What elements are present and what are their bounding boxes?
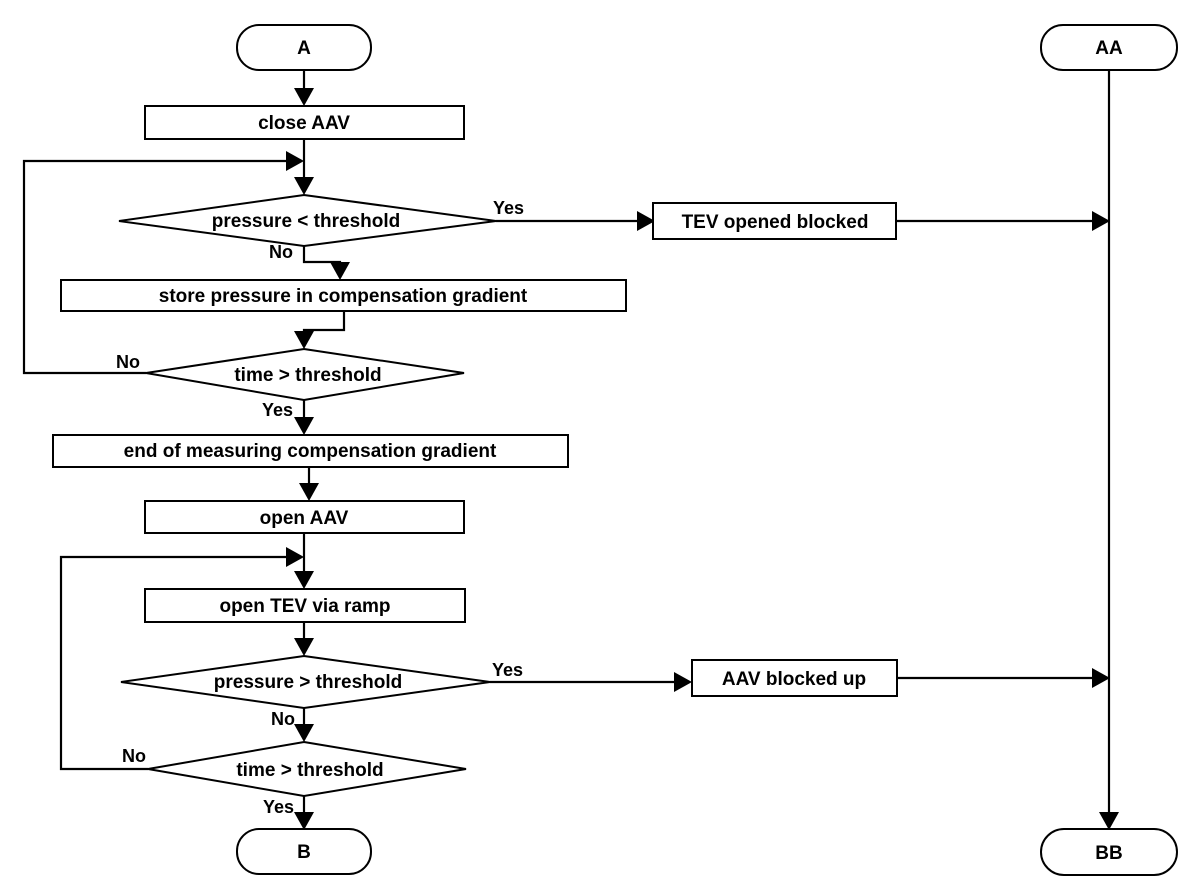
- process-end-measuring-label: end of measuring compensation gradient: [124, 441, 497, 462]
- decision-pressure-lt: pressure < threshold: [118, 193, 497, 248]
- terminal-b-label: B: [297, 842, 311, 863]
- decision-time-gt-1: time > threshold: [145, 347, 465, 402]
- arrowhead-down: [294, 177, 314, 195]
- edge-label-yes: Yes: [263, 797, 294, 817]
- edge-labels: Yes No No Yes Yes No No Yes: [116, 198, 524, 817]
- arrowhead-right: [637, 211, 655, 231]
- terminal-bb: BB: [1040, 828, 1178, 876]
- process-store-pressure: store pressure in compensation gradient: [60, 279, 627, 312]
- process-end-measuring: end of measuring compensation gradient: [52, 434, 569, 468]
- edge-label-yes: Yes: [262, 400, 293, 420]
- arrowhead-right: [286, 151, 304, 171]
- connectors: [22, 70, 1111, 815]
- arrowhead-down: [294, 638, 314, 656]
- process-close-aav: close AAV: [144, 105, 465, 140]
- process-close-aav-label: close AAV: [258, 113, 350, 134]
- arrowhead-down: [294, 331, 314, 349]
- decision-pressure-gt: pressure > threshold: [120, 654, 491, 710]
- edge-time-gt-2-no-loop: [59, 555, 287, 771]
- process-open-tev-label: open TEV via ramp: [219, 596, 390, 617]
- arrowhead-down: [294, 724, 314, 742]
- edge-label-no: No: [122, 746, 146, 766]
- edge-label-yes: Yes: [492, 660, 523, 680]
- terminal-bb-label: BB: [1095, 843, 1122, 864]
- terminal-a-label: A: [297, 38, 311, 59]
- edge-time-gt-no-loop: [22, 159, 287, 375]
- terminal-aa: AA: [1040, 24, 1178, 71]
- process-open-aav: open AAV: [144, 500, 465, 534]
- arrowhead-down: [330, 262, 350, 280]
- process-aav-blocked-label: AAV blocked up: [722, 669, 866, 690]
- arrowheads: [286, 88, 1119, 830]
- terminal-b: B: [236, 828, 372, 875]
- process-tev-blocked: TEV opened blocked: [652, 202, 897, 240]
- arrowhead-down: [1099, 812, 1119, 830]
- arrowhead-right: [1092, 211, 1110, 231]
- arrowhead-down: [294, 88, 314, 106]
- arrowhead-right: [1092, 668, 1110, 688]
- decision-time-gt-1-label: time > threshold: [234, 365, 381, 386]
- process-tev-blocked-label: TEV opened blocked: [682, 212, 869, 233]
- process-aav-blocked: AAV blocked up: [691, 659, 898, 697]
- arrowhead-down: [299, 483, 319, 501]
- process-open-tev: open TEV via ramp: [144, 588, 466, 623]
- process-store-pressure-label: store pressure in compensation gradient: [159, 286, 528, 307]
- edge-label-no: No: [271, 709, 295, 729]
- terminal-a: A: [236, 24, 372, 71]
- decision-time-gt-2-label: time > threshold: [236, 760, 383, 781]
- edge-label-no: No: [116, 352, 140, 372]
- terminal-aa-label: AA: [1095, 38, 1123, 59]
- decision-time-gt-2: time > threshold: [147, 740, 467, 798]
- edge-store-to-time-decision: [302, 311, 346, 334]
- edge-label-yes: Yes: [493, 198, 524, 218]
- process-open-aav-label: open AAV: [260, 508, 349, 529]
- arrowhead-down: [294, 812, 314, 830]
- edge-label-no: No: [269, 242, 293, 262]
- arrowhead-right: [674, 672, 692, 692]
- decision-pressure-lt-label: pressure < threshold: [212, 211, 400, 232]
- arrowhead-down: [294, 571, 314, 589]
- arrowhead-right: [286, 547, 304, 567]
- arrowhead-down: [294, 417, 314, 435]
- decision-pressure-gt-label: pressure > threshold: [214, 672, 402, 693]
